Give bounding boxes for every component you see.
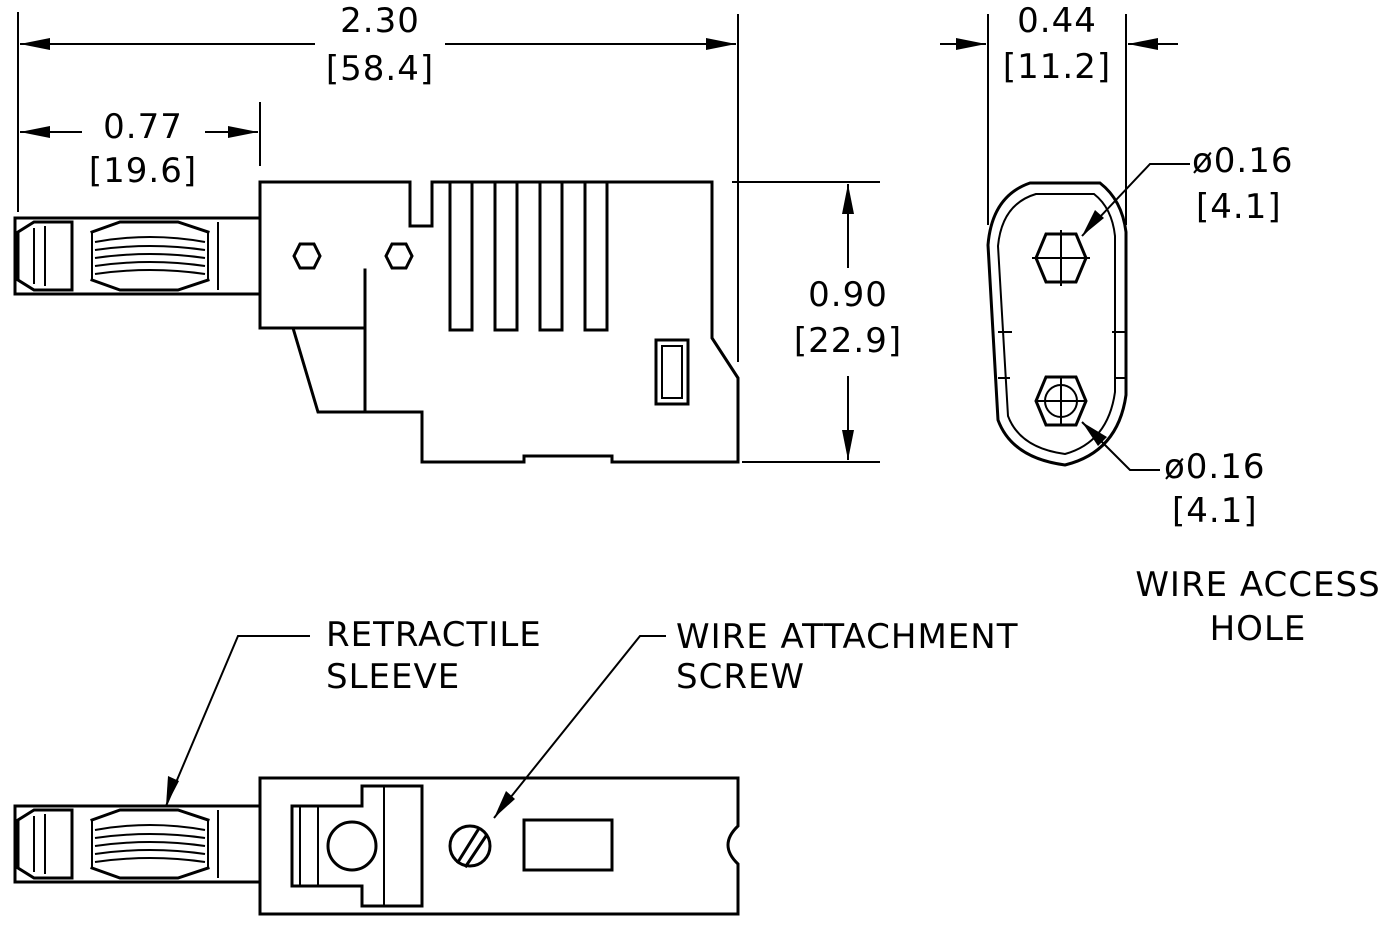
arrow-head [1082,210,1104,236]
dim-overall-mm: [58.4] [326,49,434,89]
dim-width-mm: [11.2] [1003,47,1111,87]
dim-pin-mm: [19.6] [89,151,197,191]
dim-height-mm: [22.9] [794,321,902,361]
dim-pin-inch: 0.77 [103,107,183,147]
callout-wire-screw: WIRE ATTACHMENT SCREW [493,617,1018,819]
hole-top-inch: ø0.16 [1192,141,1294,181]
end-view [986,181,1128,467]
arrow-head [166,776,179,806]
hole-bottom-inch: ø0.16 [1164,447,1266,487]
arrow-head [1128,38,1158,50]
dim-width-inch: 0.44 [1017,1,1097,41]
arrow-head [706,38,736,50]
screw-label-2: SCREW [676,657,805,697]
arrow-head [842,430,854,460]
wire-access-label-1: WIRE ACCESS [1135,565,1380,605]
retractile-label-2: SLEEVE [326,657,460,697]
arrow-head [228,126,258,138]
dim-height: 0.90 [22.9] [732,181,902,463]
dim-overall-length: 2.30 [58.4] [17,1,739,362]
retractile-label-1: RETRACTILE [326,615,542,655]
screw-label-1: WIRE ATTACHMENT [676,617,1018,657]
dim-height-inch: 0.90 [808,275,888,315]
side-view [13,180,740,464]
arrow-head [956,38,986,50]
dim-width: 0.44 [11.2] [940,1,1178,225]
arrow-head [842,184,854,214]
callout-retractile-sleeve: RETRACTILE SLEEVE [165,615,542,807]
dim-pin-length: 0.77 [19.6] [20,102,261,191]
callout-hole-top: ø0.16 [4.1] [1081,141,1294,237]
arrow-head [20,126,50,138]
arrow-head [20,38,50,50]
hole-top-mm: [4.1] [1196,187,1282,227]
top-view-pin [13,804,262,884]
side-view-pin [13,216,262,296]
wire-access-label-2: HOLE [1210,609,1307,649]
dim-overall-inch: 2.30 [340,1,420,41]
arrow-head [1082,422,1107,446]
callout-hole-bottom: ø0.16 [4.1] [1081,421,1266,531]
side-view-body [258,180,740,464]
top-view [13,776,740,916]
hole-bottom-mm: [4.1] [1172,491,1258,531]
top-view-body [258,776,740,916]
arrow-head [494,791,515,818]
wire-attachment-screw [448,824,492,868]
